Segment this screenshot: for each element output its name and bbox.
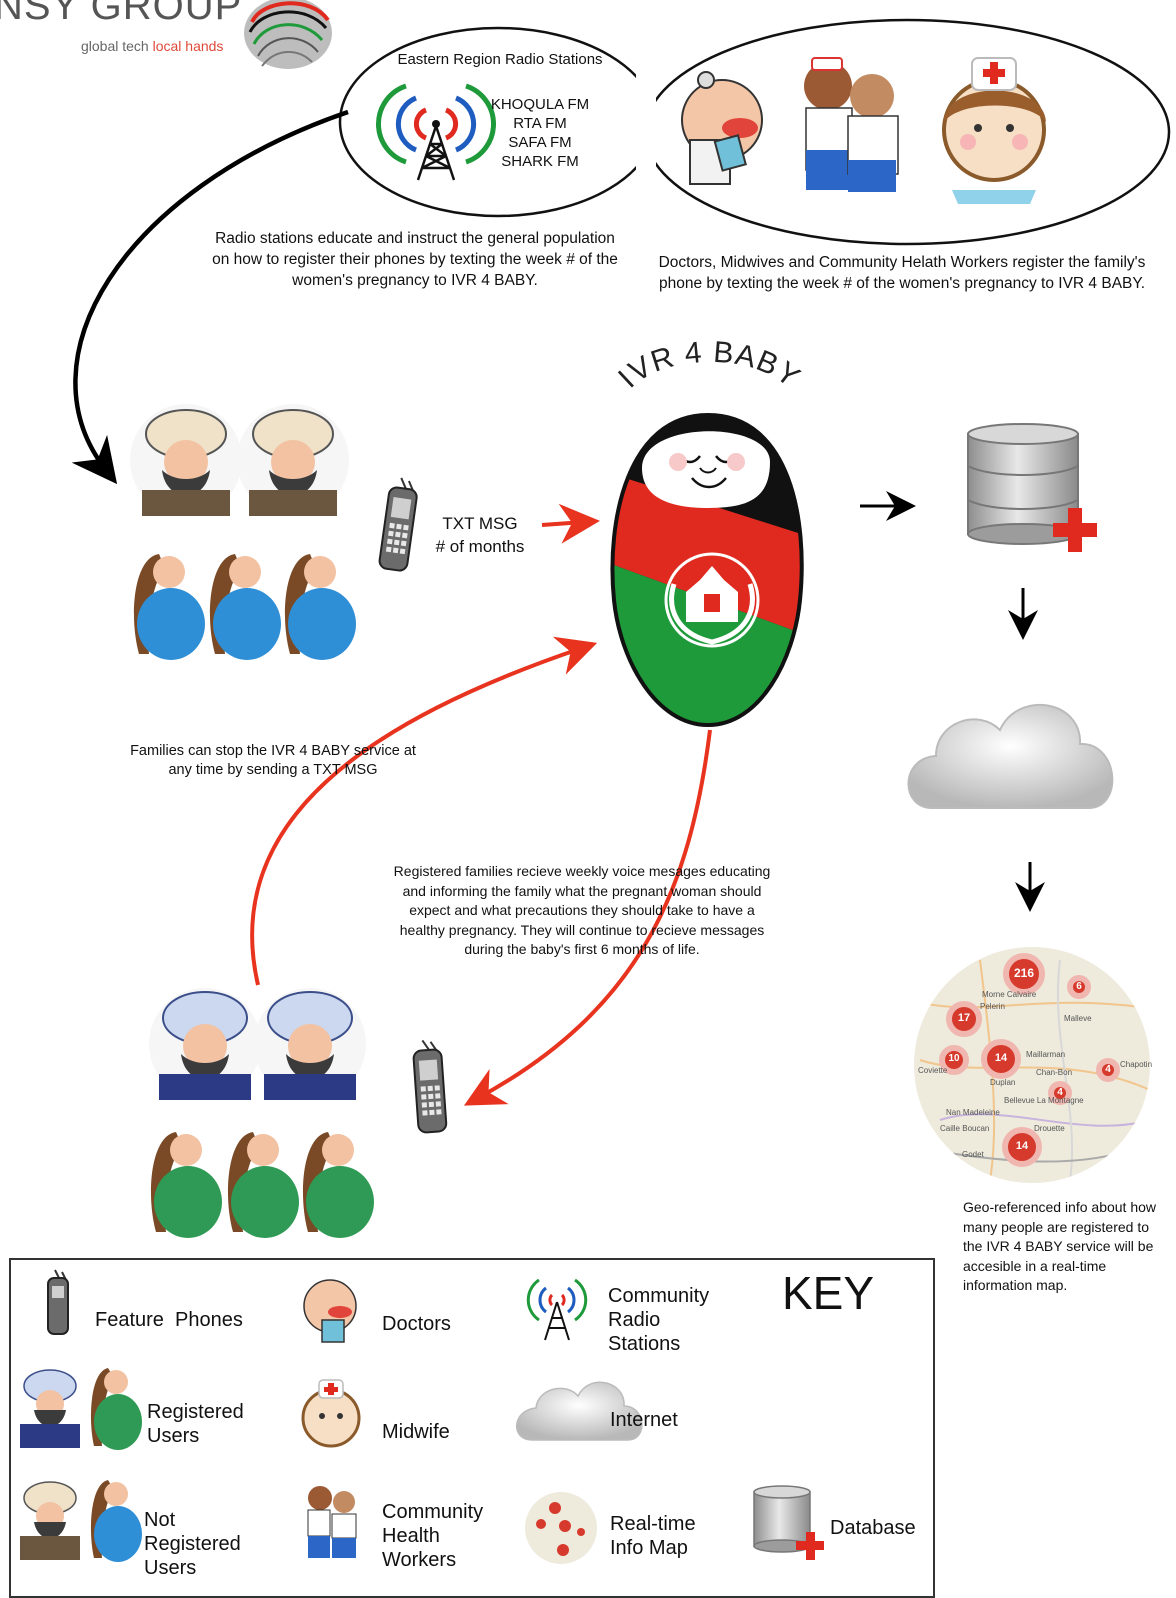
feature-phone-icon bbox=[378, 477, 418, 572]
database-icon bbox=[967, 423, 1097, 552]
station-name: SHARK FM bbox=[501, 153, 579, 170]
legend-radio-stations: Community Radio Stations bbox=[608, 1285, 710, 1355]
stop-service-caption: Families can stop the IVR 4 BABY service… bbox=[130, 743, 416, 778]
legend-internet: Internet bbox=[610, 1409, 678, 1431]
map-place-label: Nan Madeleine bbox=[946, 1108, 1000, 1117]
map-cluster-count: 14 bbox=[1015, 1140, 1029, 1152]
legend-feature-phones: Feature Phones bbox=[95, 1309, 243, 1331]
months-line: # of months bbox=[435, 537, 525, 556]
health-workers-caption: Doctors, Midwives and Community Helath W… bbox=[658, 254, 1146, 292]
registered-users-group bbox=[149, 988, 374, 1238]
legend-doctors: Doctors bbox=[382, 1313, 451, 1335]
map-place-label: Godet bbox=[962, 1150, 984, 1159]
weekly-messages-caption: Registered families recieve weekly voice… bbox=[393, 863, 771, 957]
real-time-info-map bbox=[914, 947, 1150, 1183]
tagline-local: local hands bbox=[152, 38, 224, 54]
ivr-4-baby-title: IVR 4 BABY bbox=[612, 336, 806, 395]
txt-msg-label: TXT MSG # of months bbox=[420, 512, 540, 558]
map-place-label: Chan-Bon bbox=[1036, 1068, 1073, 1077]
internet-cloud-icon bbox=[907, 703, 1114, 809]
station-name: KHOQULA FM bbox=[490, 96, 590, 113]
map-place-label: Morne Calvaire bbox=[982, 990, 1037, 999]
radio-tower-icon bbox=[375, 83, 497, 181]
feature-phone-icon bbox=[412, 1039, 448, 1134]
map-place-label: Maillarman bbox=[1026, 1050, 1066, 1059]
map-place-label: Drouette bbox=[1034, 1124, 1065, 1133]
map-cluster-count: 14 bbox=[994, 1052, 1008, 1064]
afghan-emblem-icon bbox=[664, 552, 760, 648]
map-place-label: Chapotin bbox=[1120, 1060, 1153, 1069]
txt-to-ivr-arrow bbox=[541, 503, 600, 544]
station-name: SAFA FM bbox=[508, 134, 572, 151]
map-cluster-count: 4 bbox=[1057, 1087, 1063, 1098]
txt-msg-line: TXT MSG bbox=[442, 514, 518, 533]
tagline-global: global tech bbox=[81, 38, 153, 54]
legend-not-registered-users: Not Registered Users bbox=[144, 1509, 241, 1579]
brand-tagline: global tech local hands bbox=[81, 38, 223, 54]
map-place-label: Bellevue La Montagne bbox=[1004, 1096, 1084, 1105]
not-registered-users-group bbox=[130, 404, 356, 660]
legend-title: KEY bbox=[782, 1267, 875, 1319]
legend-info-map: Real-time Info Map bbox=[610, 1513, 696, 1559]
map-place-label: Duplan bbox=[990, 1078, 1016, 1087]
radio-bubble-title: Eastern Region Radio Stations bbox=[397, 51, 603, 68]
legend-midwife: Midwife bbox=[382, 1421, 450, 1443]
map-cluster-count: 216 bbox=[1013, 966, 1035, 980]
community-health-workers-illustration bbox=[804, 57, 899, 192]
map-place-label: Malleve bbox=[1064, 1014, 1092, 1023]
map-cluster-count: 10 bbox=[948, 1053, 960, 1064]
map-cluster-count: 17 bbox=[957, 1012, 971, 1024]
weekly-voice-messages-arrow bbox=[463, 729, 712, 1106]
map-place-label: Caille Boucan bbox=[940, 1124, 990, 1133]
midwife-illustration bbox=[942, 57, 1046, 204]
legend-registered-users: Registered Users bbox=[147, 1401, 244, 1447]
map-place-label: Coviette bbox=[918, 1066, 948, 1075]
station-name: RTA FM bbox=[513, 115, 567, 132]
ivr-4-baby-swaddle-illustration bbox=[610, 412, 804, 728]
stop-service-arrow bbox=[250, 636, 598, 986]
map-cluster-count: 6 bbox=[1076, 981, 1082, 992]
map-cluster-count: 4 bbox=[1105, 1064, 1111, 1075]
doctor-illustration bbox=[681, 71, 763, 185]
radio-station-list: KHOQULA FM RTA FM SAFA FM SHARK FM bbox=[480, 95, 600, 171]
legend-community-health-workers: Community Health Workers bbox=[382, 1501, 484, 1571]
legend-database: Database bbox=[830, 1517, 916, 1539]
radio-caption: Radio stations educate and instruct the … bbox=[212, 230, 618, 289]
geo-info-caption: Geo-referenced info about how many peopl… bbox=[963, 1199, 1157, 1293]
map-place-label: Pelerin bbox=[980, 1002, 1005, 1011]
fingerprint-logo-icon bbox=[244, 0, 332, 69]
radio-to-families-arrow bbox=[71, 109, 349, 485]
brand-name: NSY GROUP bbox=[0, 0, 243, 28]
